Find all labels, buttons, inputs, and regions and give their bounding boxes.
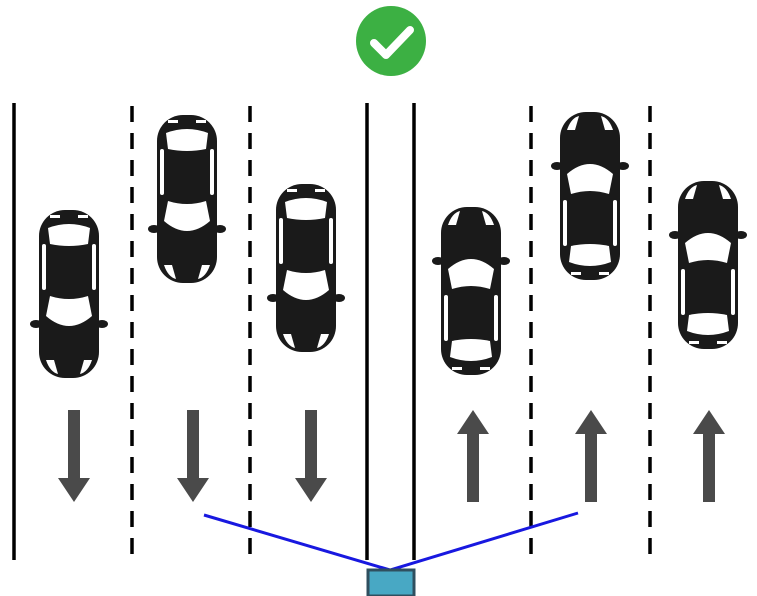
car-lane-4: [432, 203, 510, 379]
arrow-up-icon: [575, 410, 607, 502]
car-lane-6: [669, 177, 747, 353]
arrow-down-icon: [58, 410, 90, 502]
checkmark-circle-icon: [356, 6, 426, 76]
car-lane-2: [148, 111, 226, 287]
arrow-down-icon: [295, 410, 327, 502]
arrow-up-icon: [693, 410, 725, 502]
car-lane-1: [30, 206, 108, 382]
sensor-field-of-view: [204, 513, 578, 570]
car-lane-5: [551, 108, 629, 284]
arrow-up-icon: [457, 410, 489, 502]
car-lane-3: [267, 180, 345, 356]
sensor-box: [368, 570, 414, 596]
arrow-down-icon: [177, 410, 209, 502]
